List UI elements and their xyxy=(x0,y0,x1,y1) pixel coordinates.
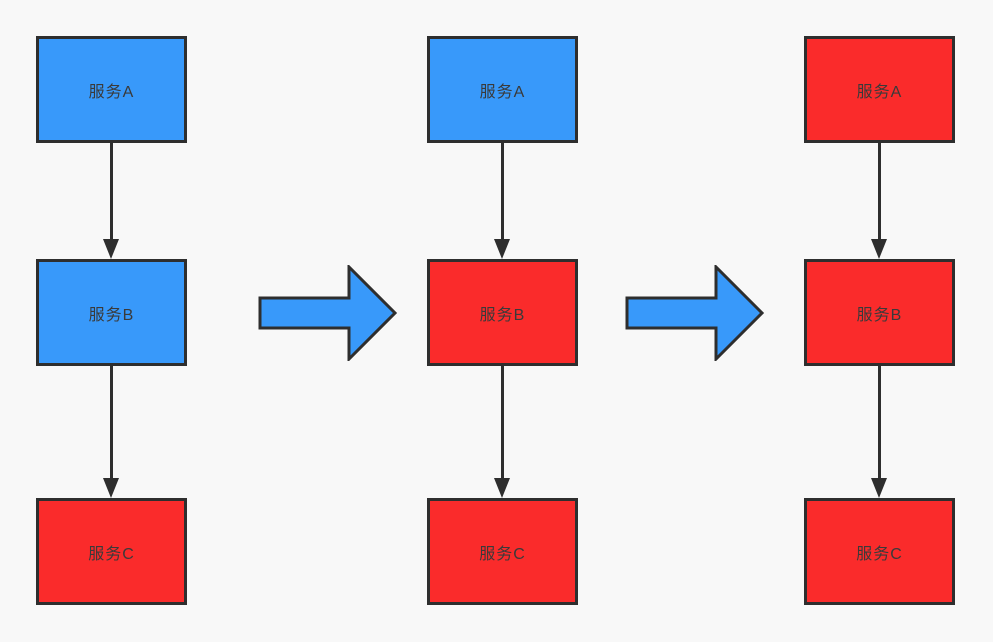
down-arrowhead-icon xyxy=(103,478,119,498)
service-node-label: 服务B xyxy=(856,306,903,324)
down-arrow-connector xyxy=(103,143,119,259)
connector-line xyxy=(877,366,881,480)
connector-line xyxy=(109,366,113,480)
connector-line xyxy=(500,143,504,241)
connector-line xyxy=(109,143,113,241)
stage-transition-right-arrow-icon xyxy=(625,265,765,361)
stage-2-node-service-c: 服务C xyxy=(427,498,578,605)
service-node-label: 服务B xyxy=(88,306,135,324)
down-arrowhead-icon xyxy=(494,239,510,259)
stage-2-node-service-a: 服务A xyxy=(427,36,578,143)
service-node-label: 服务A xyxy=(856,83,903,101)
down-arrow-connector xyxy=(103,366,119,498)
stage-3-node-service-a: 服务A xyxy=(804,36,955,143)
down-arrowhead-icon xyxy=(871,478,887,498)
stage-1-node-service-b: 服务B xyxy=(36,259,187,366)
service-node-label: 服务C xyxy=(479,545,526,563)
service-node-label: 服务A xyxy=(479,83,526,101)
service-node-label: 服务B xyxy=(479,306,526,324)
service-node-label: 服务C xyxy=(856,545,903,563)
stage-1-node-service-a: 服务A xyxy=(36,36,187,143)
service-node-label: 服务A xyxy=(88,83,135,101)
down-arrowhead-icon xyxy=(871,239,887,259)
down-arrowhead-icon xyxy=(494,478,510,498)
service-node-label: 服务C xyxy=(88,545,135,563)
stage-1-node-service-c: 服务C xyxy=(36,498,187,605)
stage-3-node-service-b: 服务B xyxy=(804,259,955,366)
down-arrow-connector xyxy=(871,143,887,259)
stage-2-node-service-b: 服务B xyxy=(427,259,578,366)
connector-line xyxy=(500,366,504,480)
stage-transition-right-arrow-icon xyxy=(258,265,398,361)
stage-3-node-service-c: 服务C xyxy=(804,498,955,605)
connector-line xyxy=(877,143,881,241)
down-arrowhead-icon xyxy=(103,239,119,259)
down-arrow-connector xyxy=(494,143,510,259)
down-arrow-connector xyxy=(871,366,887,498)
down-arrow-connector xyxy=(494,366,510,498)
